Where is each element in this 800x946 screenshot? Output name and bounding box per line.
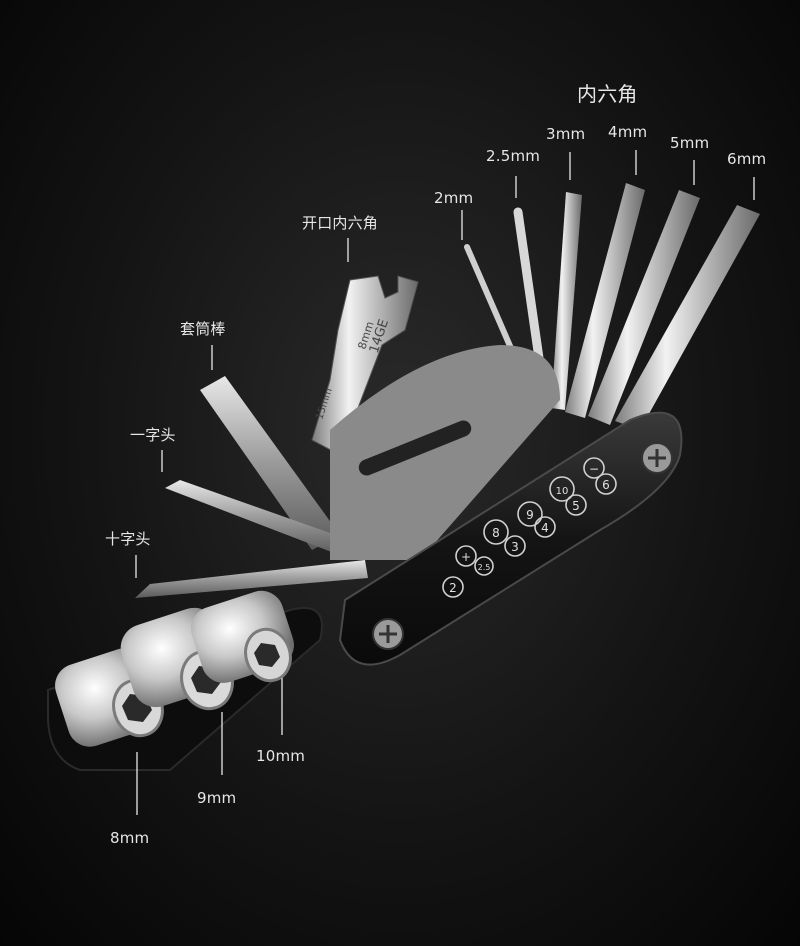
tool-body: 8 9 10 − + 3 4 5 6 2 2.5	[338, 411, 683, 666]
label-socket-bar: 套筒棒	[180, 320, 226, 338]
socket-bar	[200, 376, 340, 550]
label-hex-2mm: 2mm	[434, 189, 474, 207]
mark-9: 9	[526, 508, 534, 522]
label-flat-head: 一字头	[130, 426, 176, 444]
socket-holder	[47, 590, 323, 771]
hex-keys	[464, 183, 760, 430]
label-socket-9mm: 9mm	[197, 789, 237, 807]
label-open-wrench: 开口内六角	[302, 214, 379, 232]
mark-4: 4	[541, 521, 549, 535]
label-hex-3mm: 3mm	[546, 125, 586, 143]
leader-lines	[135, 150, 755, 815]
label-hex-5mm: 5mm	[670, 134, 710, 152]
mark-minus: −	[589, 462, 599, 476]
mark-plus: +	[461, 550, 471, 564]
mark-10: 10	[556, 486, 569, 497]
mark-6: 6	[602, 478, 610, 492]
label-socket-8mm: 8mm	[110, 829, 150, 847]
label-socket-10mm: 10mm	[256, 747, 306, 765]
mark-2-5: 2.5	[478, 563, 491, 572]
mark-2: 2	[449, 581, 457, 595]
label-hex-4mm: 4mm	[608, 123, 648, 141]
frame-plate	[330, 345, 560, 560]
flat-screwdriver	[165, 480, 350, 556]
mark-8: 8	[492, 526, 500, 540]
label-hex-6mm: 6mm	[727, 150, 767, 168]
mark-5: 5	[572, 499, 580, 513]
label-hex-2-5mm: 2.5mm	[486, 147, 541, 165]
label-hex-group: 内六角	[577, 82, 638, 106]
socket-10mm	[190, 590, 294, 683]
label-phillips-head: 十字头	[105, 530, 151, 548]
mark-3: 3	[511, 540, 519, 554]
phillips-screwdriver	[135, 560, 368, 598]
